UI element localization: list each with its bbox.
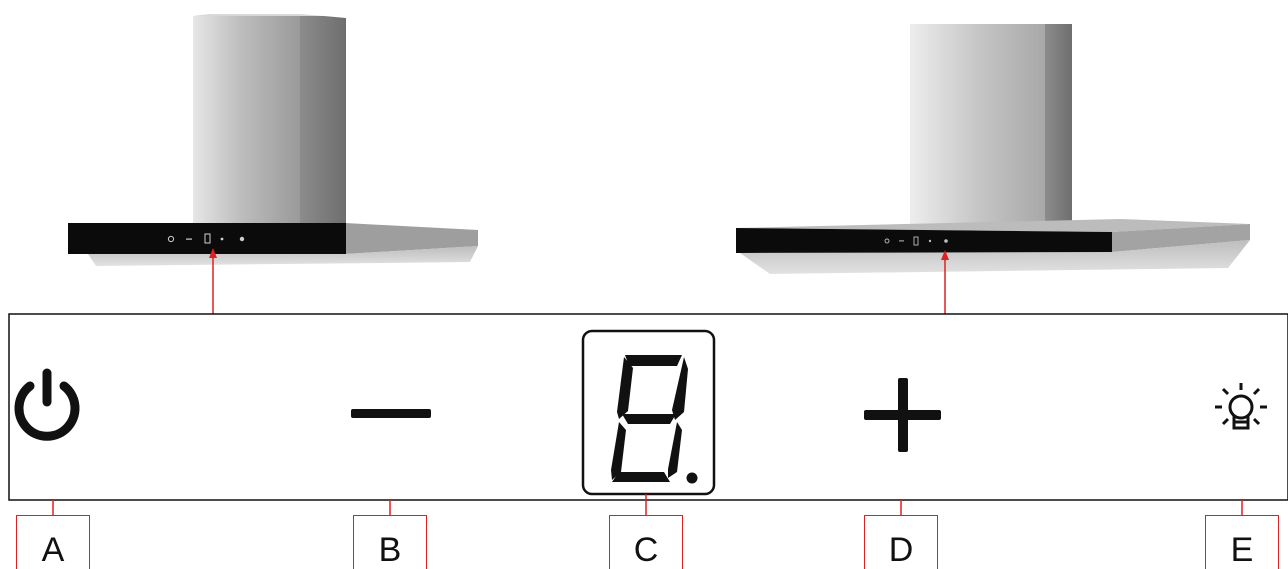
seven-segment-display-icon bbox=[583, 331, 714, 494]
label-e: E bbox=[1231, 533, 1254, 569]
callout-arrow-right bbox=[941, 250, 949, 314]
strip-minus-icon bbox=[186, 239, 192, 240]
label-box-c: C bbox=[609, 515, 683, 569]
label-box-a: A bbox=[16, 515, 90, 569]
strip-plus-icon bbox=[221, 238, 224, 241]
strip-light-icon bbox=[240, 237, 244, 241]
label-b: B bbox=[379, 533, 402, 569]
chimney-top bbox=[193, 14, 324, 16]
chimney-side bbox=[300, 16, 346, 223]
strip-minus-icon bbox=[899, 240, 904, 241]
label-c: C bbox=[634, 533, 659, 569]
strip-plus-icon bbox=[929, 240, 931, 242]
label-d: D bbox=[889, 533, 914, 569]
label-a: A bbox=[42, 533, 65, 569]
minus-icon bbox=[351, 409, 431, 418]
range-hood-left bbox=[68, 14, 478, 314]
range-hood-right bbox=[736, 24, 1250, 314]
label-box-d: D bbox=[864, 515, 938, 569]
chimney-front bbox=[193, 16, 300, 223]
chimney-front bbox=[910, 24, 1045, 228]
label-box-b: B bbox=[353, 515, 427, 569]
control-strip bbox=[68, 223, 346, 254]
strip-light-icon bbox=[944, 239, 948, 243]
chimney-side bbox=[1045, 24, 1072, 228]
callout-arrow-left bbox=[209, 248, 217, 314]
control-strip bbox=[736, 228, 1112, 253]
label-box-e: E bbox=[1205, 515, 1279, 569]
